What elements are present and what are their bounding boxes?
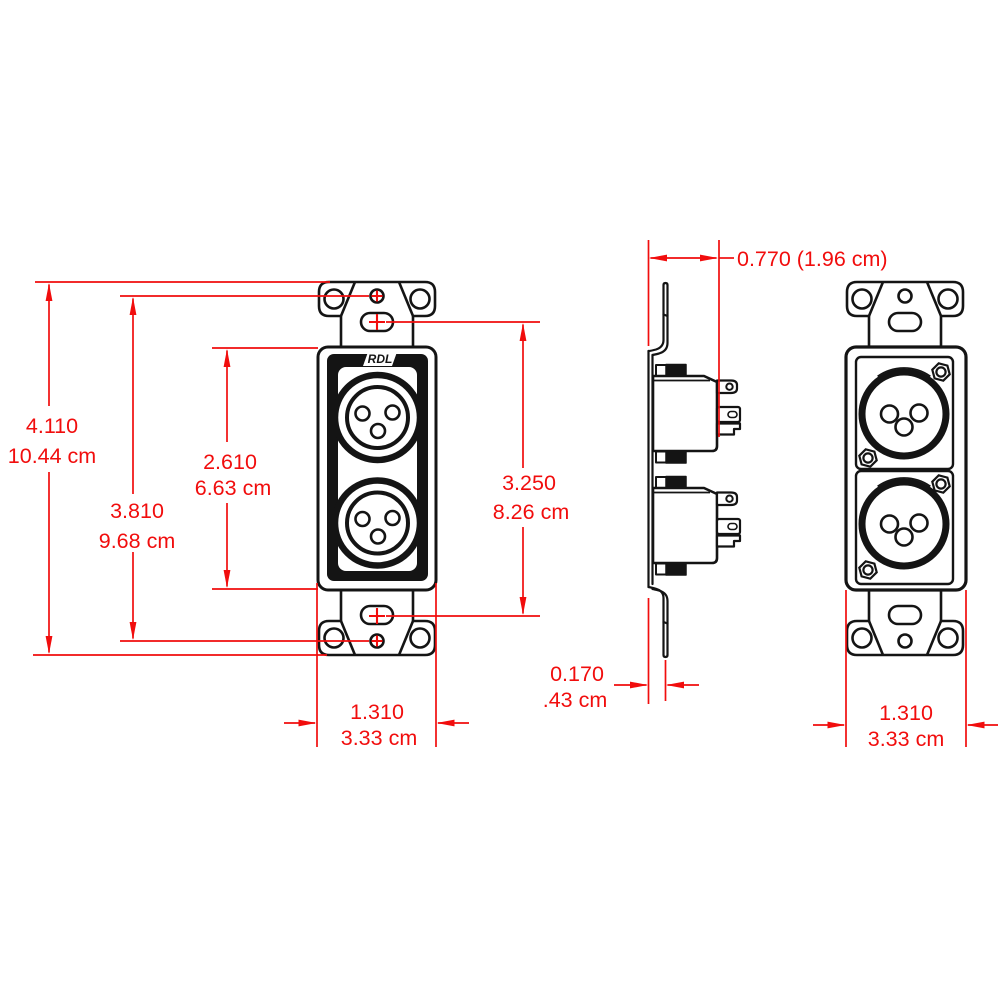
dimension-annotations <box>33 240 998 747</box>
dim-slot-spacing-in: 3.250 <box>502 471 556 495</box>
dim-depth: 0.770 (1.96 cm) <box>737 247 888 271</box>
rear-connector-flange-top <box>854 355 955 471</box>
front-view: RDL <box>316 280 438 657</box>
dimension-labels: 4.110 10.44 cm 3.810 9.68 cm 2.610 6.63 … <box>8 247 944 751</box>
dimension-lines <box>45 254 998 729</box>
dim-front-width-cm: 3.33 cm <box>341 726 417 750</box>
dim-screw-spacing-in: 3.810 <box>110 499 164 523</box>
dim-plate-offset-in: 0.170 <box>550 662 604 686</box>
dim-overall-height-in: 4.110 <box>26 414 78 438</box>
dim-rear-width-in: 1.310 <box>879 701 933 725</box>
dim-overall-height-cm: 10.44 cm <box>8 444 96 468</box>
rear-view <box>844 280 968 657</box>
side-plate-profile <box>647 281 669 659</box>
dim-plate-offset-cm: .43 cm <box>543 688 608 712</box>
center-marks <box>369 290 385 647</box>
dim-opening-height-cm: 6.63 cm <box>195 476 271 500</box>
hex-nut <box>858 448 878 468</box>
dim-front-width-in: 1.310 <box>350 700 404 724</box>
hex-nut <box>931 362 951 382</box>
side-view <box>647 281 742 659</box>
hex-nut <box>858 560 878 580</box>
extension-lines <box>33 240 967 747</box>
brand-label: RDL <box>368 352 393 366</box>
dim-screw-spacing-cm: 9.68 cm <box>99 529 175 553</box>
dim-opening-height-in: 2.610 <box>203 450 257 474</box>
brand-plate <box>363 352 397 366</box>
hex-nut <box>931 474 951 494</box>
dim-rear-width-cm: 3.33 cm <box>868 727 944 751</box>
dim-slot-spacing-cm: 8.26 cm <box>493 500 569 524</box>
front-plate-opening <box>338 367 417 571</box>
